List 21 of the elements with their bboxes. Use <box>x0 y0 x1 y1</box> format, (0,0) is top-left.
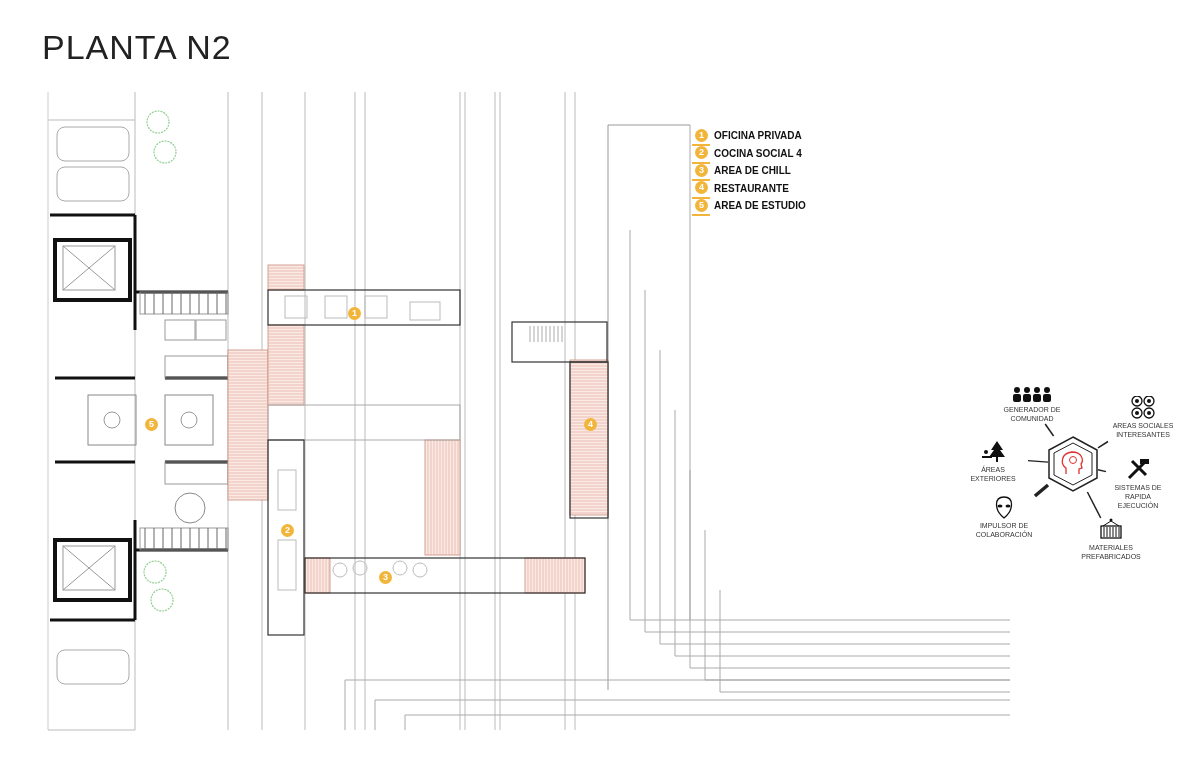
connector-line <box>1027 459 1049 463</box>
legend-text: AREA DE CHILL <box>714 164 791 177</box>
callout-number: 1 <box>348 307 361 320</box>
connector-line <box>1033 483 1050 498</box>
callout-number: 3 <box>695 164 708 177</box>
callout-number: 5 <box>695 199 708 212</box>
legend-text: AREA DE ESTUDIO <box>714 199 806 212</box>
legend-text: OFICINA PRIVADA <box>714 129 802 142</box>
callout-number: 5 <box>145 418 158 431</box>
callout-number: 1 <box>695 129 708 142</box>
connector-line <box>1086 491 1102 519</box>
callout-number: 4 <box>695 181 708 194</box>
page-title: PLANTA N2 <box>42 28 232 67</box>
connector-line <box>1097 440 1109 449</box>
connector-line <box>1097 469 1107 473</box>
legend-text: COCINA SOCIAL 4 <box>714 146 802 160</box>
callout-number: 2 <box>695 146 708 159</box>
legend-text: RESTAURANTE <box>714 181 789 195</box>
callout-number: 3 <box>379 571 392 584</box>
connector-line <box>1044 423 1055 437</box>
callout-number: 2 <box>281 524 294 537</box>
